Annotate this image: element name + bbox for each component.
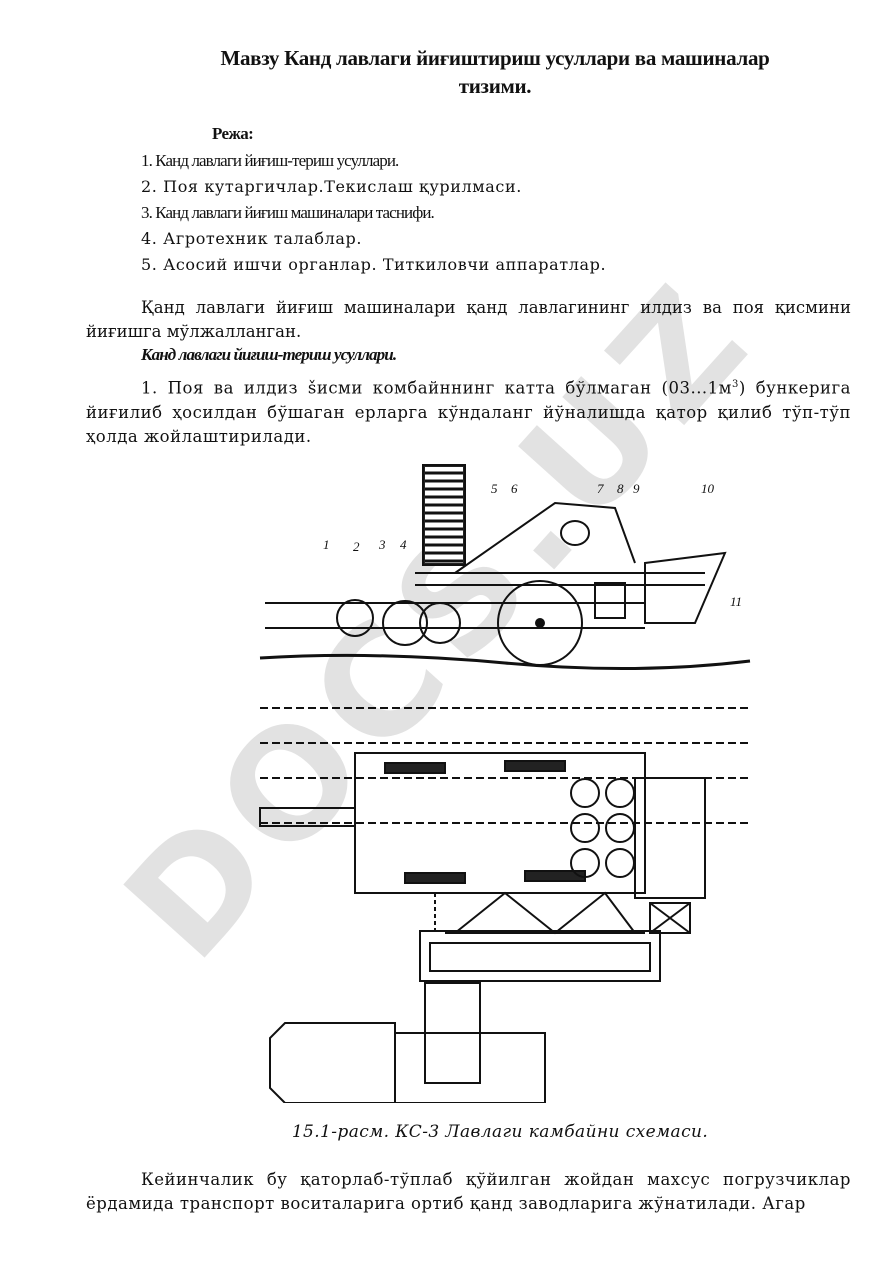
label-11: 11: [730, 594, 742, 609]
label-9: 9: [633, 481, 640, 496]
plan-item: 3. Канд лавлаги йиғиш машиналари таснифи…: [141, 203, 435, 222]
title-line-1: Мавзу Канд лавлаги йиғиштириш усуллари в…: [220, 46, 770, 70]
plan-item: 4. Агротехник талаблар.: [141, 229, 363, 248]
plan-list: 1. Канд лавлаги йиғиш-териш усуллари. 2.…: [141, 148, 841, 278]
label-10: 10: [701, 481, 715, 496]
plan-item: 1. Канд лавлаги йиғиш-териш усуллари.: [141, 151, 399, 170]
plan-item: 2. Поя кутаргичлар.Текислаш қурилмаси.: [141, 177, 522, 196]
plan-item: 5. Асосий ишчи органлар. Титкиловчи аппа…: [141, 255, 607, 274]
label-3: 3: [378, 537, 386, 552]
figure-caption: 15.1-расм. КС-3 Лавлаги камбайни схемаси…: [291, 1122, 709, 1142]
intro-paragraph: Қанд лавлаги йиғиш машиналари қанд лавла…: [86, 298, 851, 341]
label-4: 4: [400, 537, 407, 552]
diagram-svg: 1 2 3 4 5 6 7 8 9 10 11: [259, 464, 751, 1104]
label-8: 8: [617, 481, 624, 496]
section-heading: Канд лавлаги йиғиш-териш усуллари.: [141, 345, 397, 364]
paragraph-1: 1. Поя ва илдиз šисми комбайннинг катта …: [86, 378, 851, 446]
document-title: Мавзу Канд лавлаги йиғиштириш усуллари в…: [150, 44, 840, 100]
title-line-2: тизими.: [458, 74, 532, 98]
label-7: 7: [597, 481, 604, 496]
label-1: 1: [323, 537, 330, 552]
combine-harvester-diagram: 1 2 3 4 5 6 7 8 9 10 11: [255, 463, 755, 1104]
plan-heading: Режа:: [212, 124, 254, 143]
label-6: 6: [511, 481, 518, 496]
label-2: 2: [353, 539, 360, 554]
label-5: 5: [491, 481, 498, 496]
paragraph-2: Кейинчалик бу қаторлаб-тўплаб қўйилган ж…: [86, 1170, 851, 1213]
